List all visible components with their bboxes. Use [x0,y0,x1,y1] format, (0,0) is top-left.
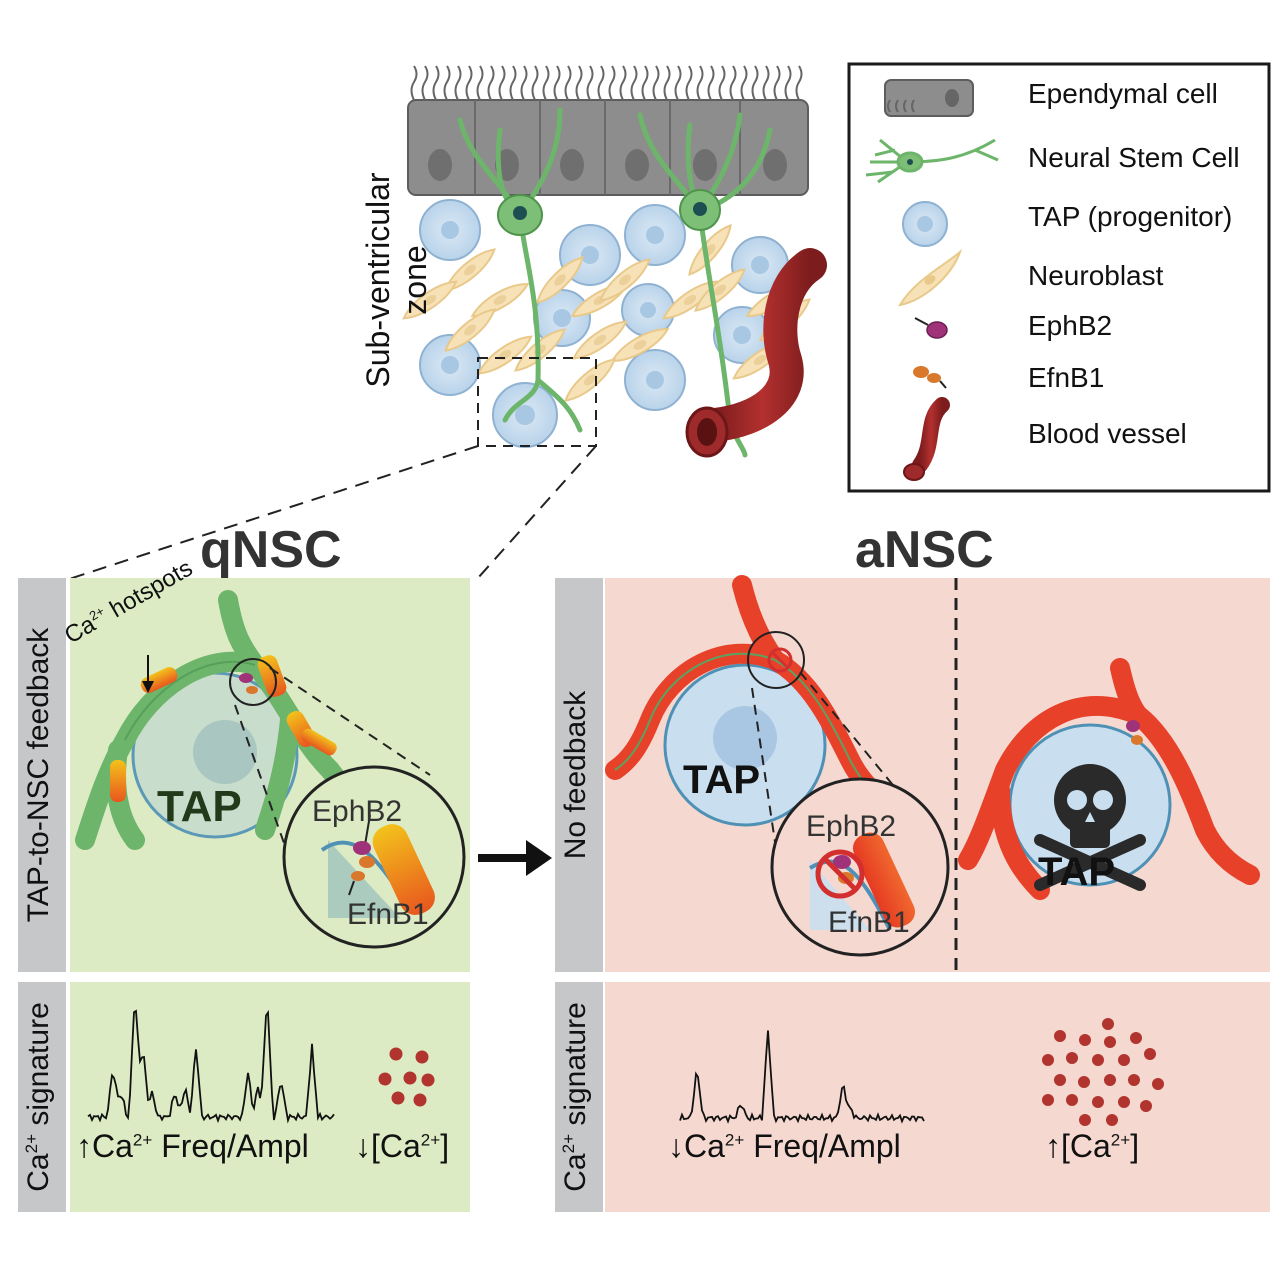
ansc-zoom-efnb1-label: EfnB1 [828,906,910,939]
qnsc-zoom-efnb1-label: EfnB1 [347,898,429,931]
calcium-dot [1079,1114,1091,1126]
ephb2-icon [914,317,948,339]
calcium-dot [1104,1074,1116,1086]
blocked-icon [815,849,865,899]
calcium-dot [403,1071,417,1085]
ependymal-layer [407,65,809,196]
neuroblast-cell [535,255,585,305]
calcium-dot [1130,1032,1142,1044]
neuroblast-cell [563,358,617,402]
legend-label-tap: TAP (progenitor) [1028,201,1233,232]
neural-stem-cell-icon [865,138,999,184]
neuroblast-cell [598,258,652,302]
skull-crossbones-icon [1034,764,1146,891]
qnsc-conc-caption: ↓[Ca2+] [355,1128,450,1164]
calcium-dot [378,1072,392,1086]
transition-arrow [478,840,552,876]
ansc-calcium-trace [679,1030,925,1124]
qnsc-signature-side-label: Ca2+ signature [22,1002,55,1192]
calcium-dot [1078,1076,1090,1088]
svz-blood-vessel [685,248,827,458]
neuroblast-icon [897,248,963,307]
legend-label-ependymal: Ependymal cell [1028,78,1218,109]
neuroblast-cell [610,327,670,363]
ansc-title: aNSC [855,521,994,579]
calcium-dot [1054,1030,1066,1042]
ansc-signature-panel [605,982,1270,1212]
neuroblast-cell [572,320,628,360]
legend-box [847,62,1271,493]
calcium-dot [421,1073,435,1087]
zoom-line-right [477,445,597,579]
calcium-dot [1042,1054,1054,1066]
calcium-dot [1128,1074,1140,1086]
legend-label-ephb2: EphB2 [1028,310,1113,341]
calcium-dot [1066,1052,1078,1064]
calcium-dot [1106,1114,1118,1126]
qnsc-feedback-side-label: TAP-to-NSC feedback [22,627,55,923]
ansc-feedback-side-label: No feedback [559,690,592,860]
calcium-dot [391,1091,405,1105]
ansc-nsc-tap-illustration-right [958,658,1260,900]
calcium-dot [1104,1036,1116,1048]
ansc-feedback-side-tab [555,578,603,972]
qnsc-calcium-dots [378,1047,435,1107]
hotspot-pointer-arrow [142,655,154,693]
ansc-zoom-ephb2-label: EphB2 [806,810,897,843]
neuroblast-cell [443,308,497,352]
ansc-signature-side-tab [555,982,603,1212]
neuroblast-cell [662,280,718,320]
svz-illustration [59,65,827,583]
neuroblast-cell [402,280,458,320]
ansc-tap-label-right: TAP [1038,850,1116,894]
qnsc-signature-side-tab [18,982,66,1212]
legend-label-nsc: Neural Stem Cell [1028,142,1240,173]
calcium-dot [1102,1018,1114,1030]
calcium-dot [1152,1078,1164,1090]
calcium-dot [1042,1094,1054,1106]
qnsc-nsc-tap-illustration [75,590,466,949]
qnsc-title: qNSC [200,521,342,579]
calcium-dot [1066,1094,1078,1106]
ansc-signature-side-label: Ca2+ signature [559,1002,592,1192]
efnb1-icon [913,366,947,389]
ansc-calcium-dots [1042,1018,1164,1126]
svz-label: Sub-ventricular zone [360,172,433,388]
legend-label-efnb1: EfnB1 [1028,362,1105,393]
calcium-dot [1140,1100,1152,1112]
blood-vessel-icon [903,397,950,481]
ansc-tap-label-left: TAP [683,758,761,802]
zoom-line-left [59,445,479,583]
neuroblast-cell [443,248,497,292]
calcium-dot [389,1047,403,1061]
legend-label-neuroblast: Neuroblast [1028,260,1164,291]
ansc-conc-caption: ↑[Ca2+] [1045,1128,1140,1164]
qnsc-calcium-trace [87,1009,335,1124]
ansc-nsc-tap-illustration-left [605,575,950,957]
legend-label-blood-vessel: Blood vessel [1028,418,1187,449]
calcium-dot [1118,1096,1130,1108]
calcium-dot [1118,1054,1130,1066]
tap-progenitor-icon [902,201,948,247]
calcium-dot [415,1050,429,1064]
qnsc-tap-label: TAP [157,782,242,831]
calcium-dot [1054,1074,1066,1086]
calcium-dot [1079,1034,1091,1046]
qnsc-zoom-ephb2-label: EphB2 [312,795,403,828]
qnsc-freq-caption: ↑Ca2+ Freq/Ampl [76,1128,309,1164]
calcium-dot [1144,1048,1156,1060]
ependymal-cell-icon [884,79,974,117]
calcium-dot [1092,1096,1104,1108]
calcium-hotspots [110,655,337,802]
qnsc-feedback-side-tab [18,578,66,972]
ansc-freq-caption: ↓Ca2+ Freq/Ampl [668,1128,901,1164]
zoom-selection-box [477,357,597,447]
calcium-dot [1092,1054,1104,1066]
calcium-dot [413,1093,427,1107]
